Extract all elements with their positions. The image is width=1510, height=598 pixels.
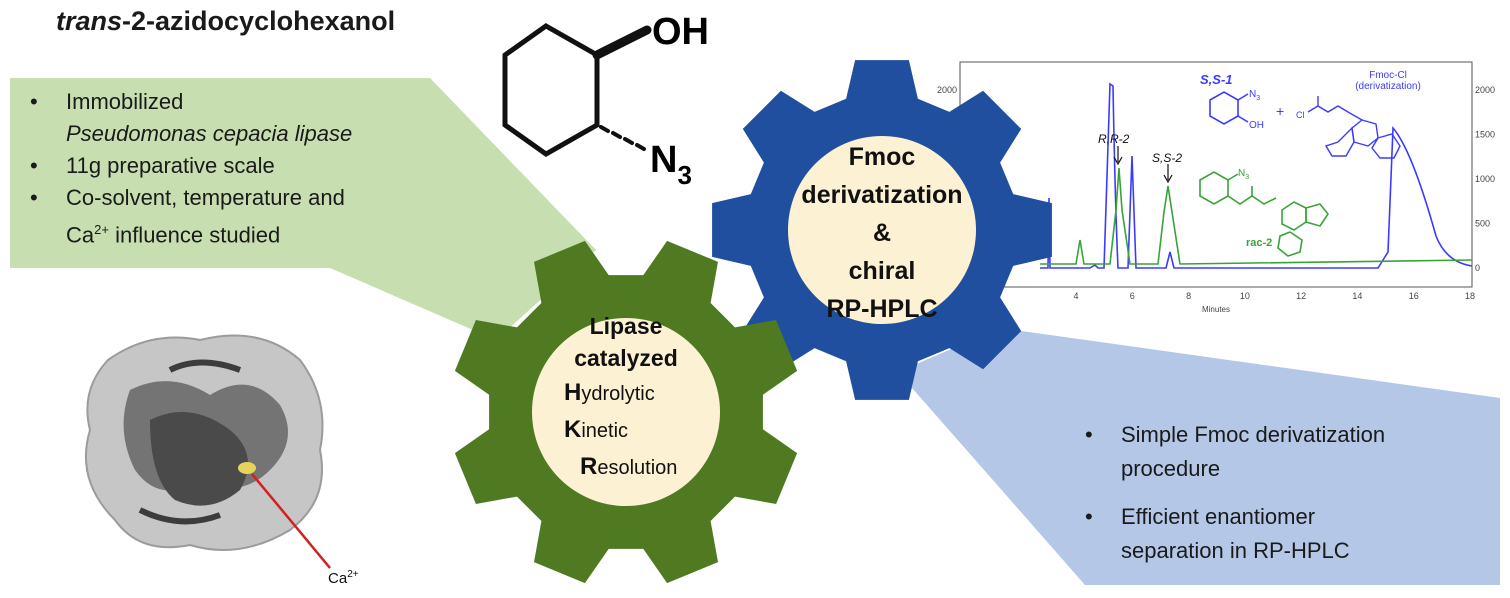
right-bullet-fmoc: Simple Fmoc derivatization procedure bbox=[1085, 418, 1485, 486]
y-tick-right-label: 1500 bbox=[1475, 130, 1495, 140]
x-tick-label: 10 bbox=[1240, 291, 1250, 301]
x-tick-label: 16 bbox=[1409, 291, 1419, 301]
n3-label: N3 bbox=[650, 139, 692, 190]
peak-label-ss: S,S-2 bbox=[1152, 151, 1182, 165]
right-feature-list: Simple Fmoc derivatization procedure Eff… bbox=[1085, 418, 1485, 582]
chromatogram-blue-trace bbox=[1040, 82, 1473, 269]
y-tick-right-label: 0 bbox=[1475, 263, 1480, 273]
blue-gear-center bbox=[788, 136, 976, 324]
right-bullet-separation: Efficient enantiomer separation in RP-HP… bbox=[1085, 500, 1485, 568]
left-bullet-immobilized: Immobilized Pseudomonas cepacia lipase bbox=[30, 86, 352, 150]
ss1-n3: N3 bbox=[1249, 89, 1260, 102]
left-bullet-cosolvent: Co-solvent, temperature and Ca2+ influen… bbox=[30, 182, 352, 251]
protein-structure-image bbox=[84, 334, 331, 569]
x-tick-label: 12 bbox=[1296, 291, 1306, 301]
green-gear-center bbox=[532, 318, 720, 506]
y-tick-left-label: 2000 bbox=[937, 85, 957, 95]
x-tick-label: 6 bbox=[1130, 291, 1135, 301]
label-rac2: rac-2 bbox=[1246, 237, 1272, 249]
compound-title: trans-2-azidocyclohexanol bbox=[56, 6, 396, 36]
x-tick-label: 4 bbox=[1073, 291, 1078, 301]
oh-label: OH bbox=[652, 11, 709, 53]
left-feature-list: Immobilized Pseudomonas cepacia lipase 1… bbox=[30, 86, 352, 251]
x-tick-label: 14 bbox=[1352, 291, 1362, 301]
y-tick-right-label: 2000 bbox=[1475, 85, 1495, 95]
peak-label-rr: R,R-2 bbox=[1098, 132, 1130, 146]
green-gear-label: Lipase catalyzed Hydrolytic Kinetic Reso… bbox=[564, 313, 678, 480]
ss-arrow bbox=[1163, 164, 1173, 184]
rr-arrow bbox=[1113, 146, 1123, 166]
chromatogram-x-label: Minutes bbox=[1202, 305, 1230, 314]
y-tick-right-label: 500 bbox=[1475, 219, 1490, 229]
label-cl: Cl bbox=[1296, 110, 1305, 120]
left-bullet-scale: 11g preparative scale bbox=[30, 150, 352, 182]
y-tick-right-label: 1000 bbox=[1475, 174, 1495, 184]
cyclohexanol-structure bbox=[502, 23, 652, 157]
ss1-structure bbox=[1209, 91, 1249, 125]
label-fmoc-1: Fmoc-Cl bbox=[1369, 70, 1407, 81]
rac2-structure bbox=[1199, 171, 1329, 257]
rac2-n3: N3 bbox=[1238, 168, 1249, 181]
label-fmoc-2: (derivatization) bbox=[1355, 81, 1421, 92]
ca-label: Ca2+ bbox=[328, 569, 359, 587]
label-ss1: S,S-1 bbox=[1200, 72, 1233, 87]
ss1-oh: OH bbox=[1249, 120, 1264, 131]
fmoc-cl-structure bbox=[1307, 96, 1401, 159]
chromatogram-green-trace bbox=[1040, 167, 1473, 265]
label-plus: + bbox=[1276, 103, 1284, 119]
blue-gear-label: Fmoc derivatization & chiral RP-HPLC bbox=[801, 143, 963, 323]
x-tick-label: 8 bbox=[1186, 291, 1191, 301]
x-tick-label: 18 bbox=[1465, 291, 1475, 301]
